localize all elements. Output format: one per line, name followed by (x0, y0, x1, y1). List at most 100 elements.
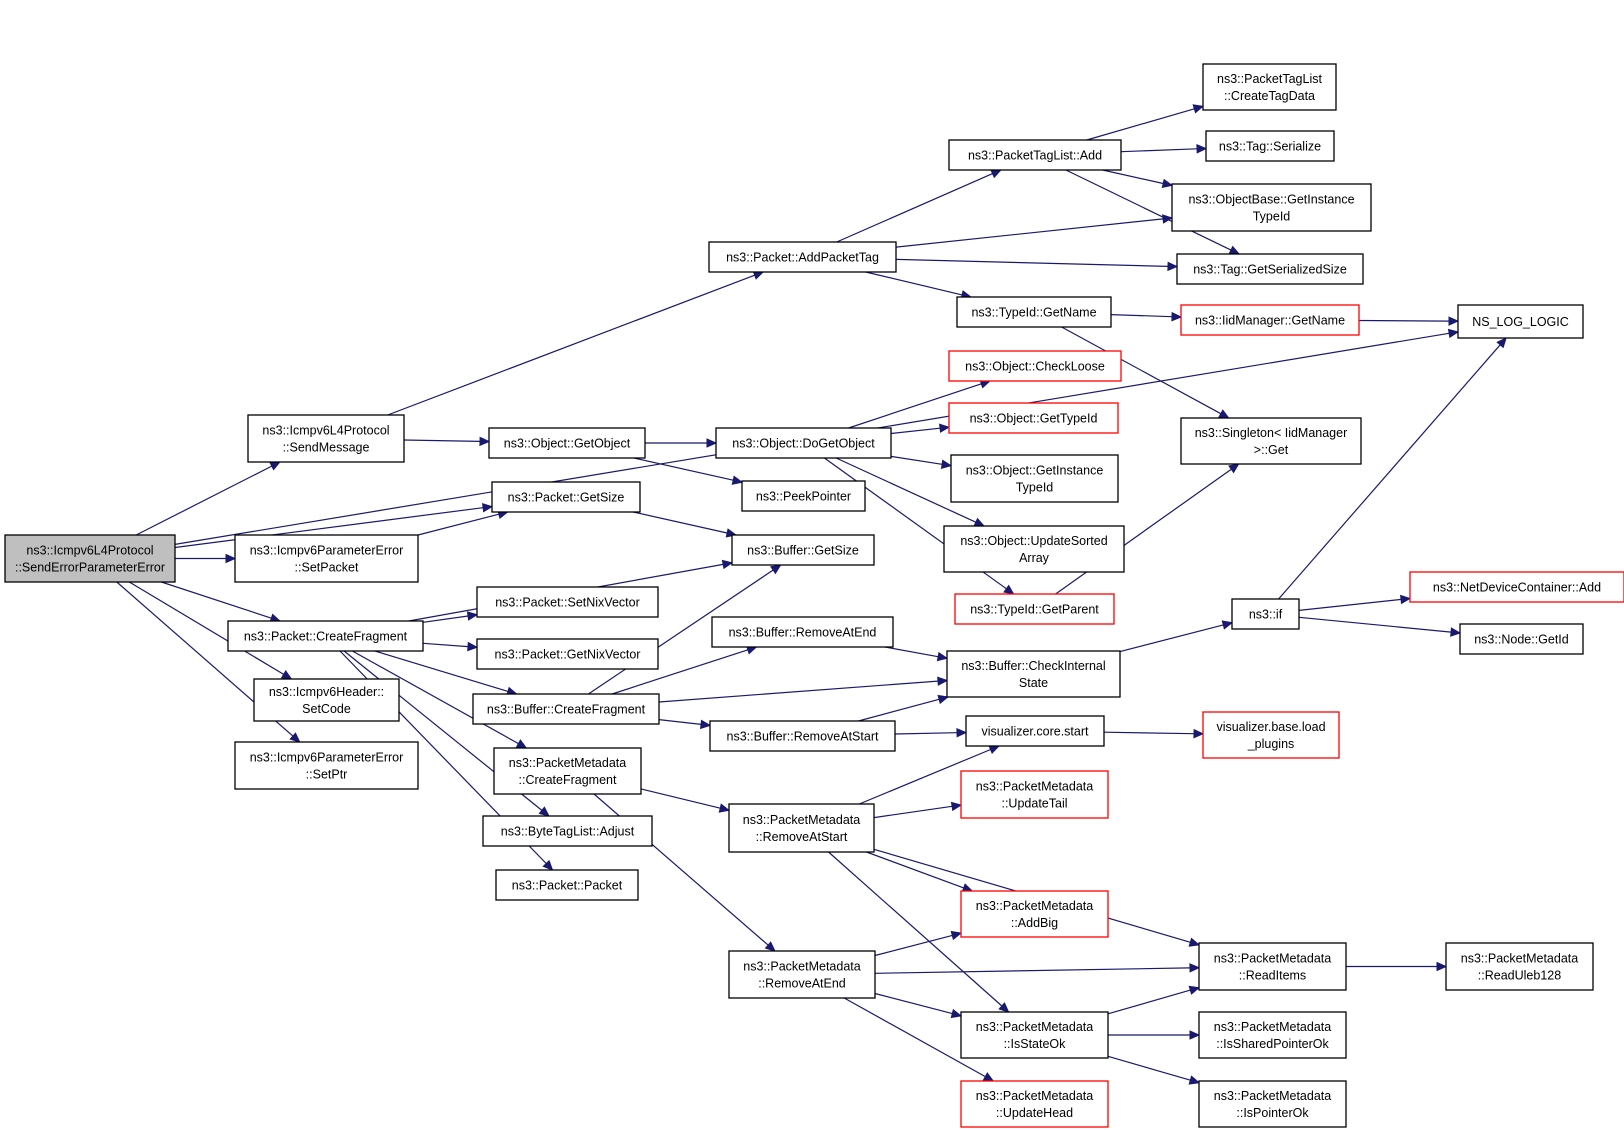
edge-arrowhead (764, 941, 776, 952)
node-getnix[interactable]: ns3::Packet::GetNixVector (476, 638, 659, 670)
node-box (960, 770, 1109, 819)
node-label: ns3::Node::GetId (1474, 633, 1569, 647)
node-ptl_add[interactable]: ns3::PacketTagList::Add (948, 139, 1122, 171)
node-nslog[interactable]: NS_LOG_LOGIC (1457, 304, 1584, 339)
node-label: ns3::Icmpv6ParameterError (250, 751, 404, 765)
edge-pm_removeatstart-to-pm_addbig (866, 851, 974, 893)
node-box (948, 350, 1122, 382)
node-box (1445, 942, 1594, 991)
node-pm_removeatstart[interactable]: ns3::PacketMetadata::RemoveAtStart (728, 803, 875, 853)
node-typeid_getname[interactable]: ns3::TypeId::GetName (956, 296, 1112, 328)
node-label: ns3::PacketMetadata (743, 960, 860, 974)
node-label: ns3::Buffer::RemoveAtStart (727, 730, 879, 744)
edge-viz_core_start-to-viz_base_load (1103, 728, 1205, 739)
node-box (482, 815, 653, 847)
edge-arrowhead (1447, 328, 1460, 339)
node-pm_readuleb[interactable]: ns3::PacketMetadata::ReadUleb128 (1445, 942, 1594, 991)
node-label: NS_LOG_LOGIC (1472, 315, 1569, 329)
node-setcode[interactable]: ns3::Icmpv6Header::SetCode (253, 678, 400, 722)
node-buf_removeatend[interactable]: ns3::Buffer::RemoveAtEnd (711, 616, 894, 648)
node-setptr[interactable]: ns3::Icmpv6ParameterError::SetPtr (234, 741, 419, 790)
node-buf_createfrag[interactable]: ns3::Buffer::CreateFragment (472, 693, 660, 725)
node-box (4, 534, 176, 583)
node-obj_gettypeid[interactable]: ns3::Object::GetTypeId (948, 402, 1119, 434)
node-buf_getsize[interactable]: ns3::Buffer::GetSize (731, 534, 875, 566)
node-setpacket[interactable]: ns3::Icmpv6ParameterError::SetPacket (234, 534, 419, 583)
node-label: ::CreateTagData (1224, 89, 1315, 103)
node-pm_isstateok[interactable]: ns3::PacketMetadata::IsStateOk (960, 1011, 1109, 1059)
node-pkt_packet[interactable]: ns3::Packet::Packet (495, 869, 639, 901)
node-box (741, 480, 866, 512)
node-dogetobject[interactable]: ns3::Object::DoGetObject (715, 427, 892, 459)
node-node_getid[interactable]: ns3::Node::GetId (1459, 623, 1584, 655)
node-pm_issharedptr[interactable]: ns3::PacketMetadata::IsSharedPointerOk (1198, 1011, 1347, 1059)
node-ptl_createtag[interactable]: ns3::PacketTagList::CreateTagData (1202, 63, 1337, 111)
node-box (960, 890, 1109, 938)
node-sendmsg[interactable]: ns3::Icmpv6L4Protocol::SendMessage (247, 414, 405, 463)
edge-arrowhead (950, 801, 963, 812)
node-bytetag[interactable]: ns3::ByteTagList::Adjust (482, 815, 653, 847)
node-ns3_if[interactable]: ns3::if (1231, 598, 1300, 630)
node-box (247, 414, 405, 463)
node-iidmgr_getname[interactable]: ns3::IidManager::GetName (1180, 304, 1360, 336)
node-viz_core_start[interactable]: visualizer.core.start (965, 715, 1105, 747)
edge-line (865, 271, 963, 296)
node-pm_updatetail[interactable]: ns3::PacketMetadata::UpdateTail (960, 770, 1109, 819)
node-label: ::SetPtr (306, 768, 348, 782)
node-tag_serialize[interactable]: ns3::Tag::Serialize (1205, 130, 1335, 162)
node-label: ns3::Packet::AddPacketTag (726, 251, 879, 265)
node-label: ::RemoveAtStart (756, 830, 848, 844)
node-pm_createfrag[interactable]: ns3::PacketMetadata::CreateFragment (493, 747, 642, 795)
edge-arrowhead (937, 694, 949, 705)
node-box (1205, 130, 1335, 162)
node-viz_base_load[interactable]: visualizer.base.load_plugins (1202, 711, 1340, 759)
node-setnix[interactable]: ns3::Packet::SetNixVector (476, 586, 659, 618)
edge-arrowhead (950, 1008, 963, 1019)
node-buf_removeatstart[interactable]: ns3::Buffer::RemoveAtStart (709, 720, 896, 752)
node-typeid_getparent[interactable]: ns3::TypeId::GetParent (954, 593, 1115, 625)
node-label: ns3::Buffer::CreateFragment (487, 703, 646, 717)
node-createfrag[interactable]: ns3::Packet::CreateFragment (227, 620, 424, 652)
node-peekpointer[interactable]: ns3::PeekPointer (741, 480, 866, 512)
edge-arrowhead (706, 438, 718, 448)
edge-arrowhead (1188, 937, 1201, 947)
node-pm_updatehead[interactable]: ns3::PacketMetadata::UpdateHead (960, 1080, 1109, 1128)
edge-pm_createfrag-to-pm_removeatstart (640, 788, 731, 813)
node-label: SetCode (302, 702, 351, 716)
node-singleton_get[interactable]: ns3::Singleton< IidManager>::Get (1180, 417, 1362, 465)
node-label: ns3::PacketMetadata (1214, 1020, 1331, 1034)
node-label: ns3::ObjectBase::GetInstance (1188, 193, 1354, 207)
edge-pm_removeatstart-to-pm_isstateok (828, 851, 1010, 1013)
node-box (1231, 598, 1300, 630)
node-box (956, 296, 1112, 328)
node-pm_isptrok[interactable]: ns3::PacketMetadata::IsPointerOk (1198, 1080, 1347, 1128)
node-pkt_getsize[interactable]: ns3::Packet::GetSize (491, 481, 641, 513)
edge-arrowhead (467, 641, 479, 652)
node-pm_readitems[interactable]: ns3::PacketMetadata::ReadItems (1198, 942, 1347, 991)
node-box (491, 481, 641, 513)
node-pm_removeatend[interactable]: ns3::PacketMetadata::RemoveAtEnd (728, 950, 876, 999)
edge-arrowhead (731, 475, 744, 485)
node-ndc_add[interactable]: ns3::NetDeviceContainer::Add (1409, 571, 1624, 603)
node-pm_addbig[interactable]: ns3::PacketMetadata::AddBig (960, 890, 1109, 938)
node-tag_getsersize[interactable]: ns3::Tag::GetSerializedSize (1176, 253, 1364, 285)
node-root[interactable]: ns3::Icmpv6L4Protocol::SendErrorParamete… (4, 534, 176, 583)
node-box (731, 534, 875, 566)
node-getobject[interactable]: ns3::Object::GetObject (488, 427, 646, 459)
node-label: ns3::PacketMetadata (976, 1020, 1093, 1034)
node-label: ::UpdateHead (996, 1106, 1073, 1120)
edge-line (836, 173, 993, 243)
edge-line (1119, 624, 1224, 653)
node-addpackettag[interactable]: ns3::Packet::AddPacketTag (708, 241, 897, 273)
node-label: ns3::Object::GetInstance (966, 464, 1104, 478)
edge-ptl_add-to-objbase_gitid (1102, 169, 1174, 189)
node-label: ns3::PacketMetadata (976, 780, 1093, 794)
node-obj_checkloose[interactable]: ns3::Object::CheckLoose (948, 350, 1122, 382)
edge-pm_removeatend-to-pm_isstateok (874, 992, 963, 1019)
node-label: ns3::PacketMetadata (509, 756, 626, 770)
node-box (709, 720, 896, 752)
